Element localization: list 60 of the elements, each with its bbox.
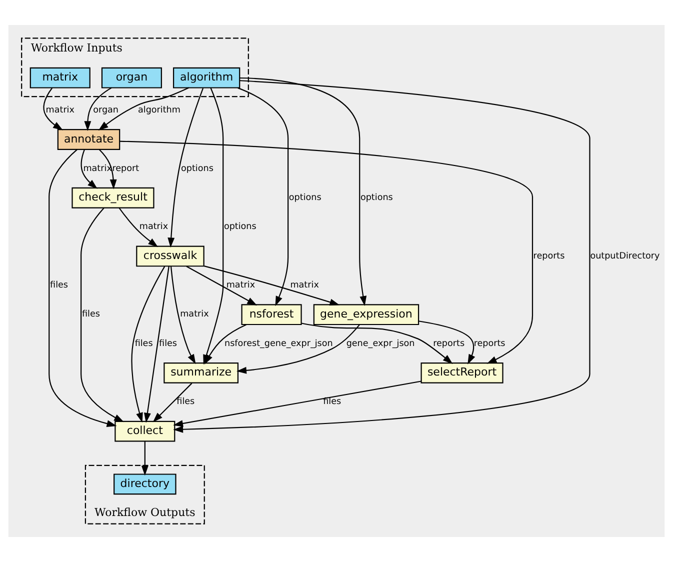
node-box: algorithm (172, 66, 240, 88)
edge-label: matrix (290, 280, 319, 290)
edge-label: files (176, 396, 195, 407)
arrow (236, 324, 360, 374)
edge-label: files (159, 338, 178, 348)
edge-label: matrix (139, 222, 168, 232)
node-box: selectReport (420, 362, 504, 383)
edge-label: reports (433, 338, 465, 348)
edge-label: gene_expr_json (346, 338, 415, 348)
edge-label: outputDirectory (590, 250, 660, 261)
arrow (48, 148, 117, 426)
arrow (144, 266, 170, 422)
edge-label: matrix (83, 163, 112, 174)
arrow (152, 382, 192, 422)
arrow (131, 266, 166, 422)
edge-label: options (288, 192, 322, 202)
edge-label: algorithm (138, 104, 180, 115)
arrow (168, 88, 204, 248)
edge-label: reports (474, 338, 506, 348)
edge-label: files (50, 280, 68, 290)
node-box: nsforest (241, 304, 302, 325)
node-box: gene_expression (313, 304, 420, 325)
node-box: matrix (30, 66, 90, 88)
arrow (118, 207, 158, 247)
edge-label: options (181, 163, 214, 174)
arrow (141, 440, 148, 476)
arrow (240, 76, 367, 306)
edge-label: files (323, 396, 342, 407)
edge-label: files (82, 309, 100, 320)
arrow (173, 380, 422, 426)
node-box: collect (114, 420, 176, 442)
arrow (418, 320, 476, 364)
arrow (173, 80, 590, 432)
arrow (186, 265, 258, 305)
edge-label: matrix (226, 280, 256, 290)
arrow (98, 86, 189, 130)
edge-label: options (360, 192, 393, 202)
edge-label: files (134, 338, 153, 348)
node-box: check_result (72, 186, 154, 208)
edge-label: nsforest_gene_expr_json (224, 338, 333, 348)
arrow (80, 207, 124, 422)
arrow (170, 266, 196, 364)
node-box: crosswalk (136, 245, 204, 266)
node-box: organ (101, 66, 162, 88)
arrow (302, 322, 453, 364)
arrow (204, 265, 340, 306)
arrow (43, 87, 63, 130)
arrow (84, 86, 112, 131)
node-box: summarize (164, 362, 238, 383)
edge-label: report (112, 163, 140, 174)
edge-label: matrix (46, 104, 74, 115)
arrow (80, 148, 98, 188)
node-box: directory (114, 473, 176, 494)
arrow (98, 148, 117, 189)
edge-label: options (224, 222, 256, 232)
edge-label: organ (93, 104, 119, 115)
node-box: annotate (57, 128, 120, 150)
edge-label: reports (533, 250, 565, 261)
arrow (238, 86, 289, 306)
edge-label: matrix (180, 309, 209, 320)
